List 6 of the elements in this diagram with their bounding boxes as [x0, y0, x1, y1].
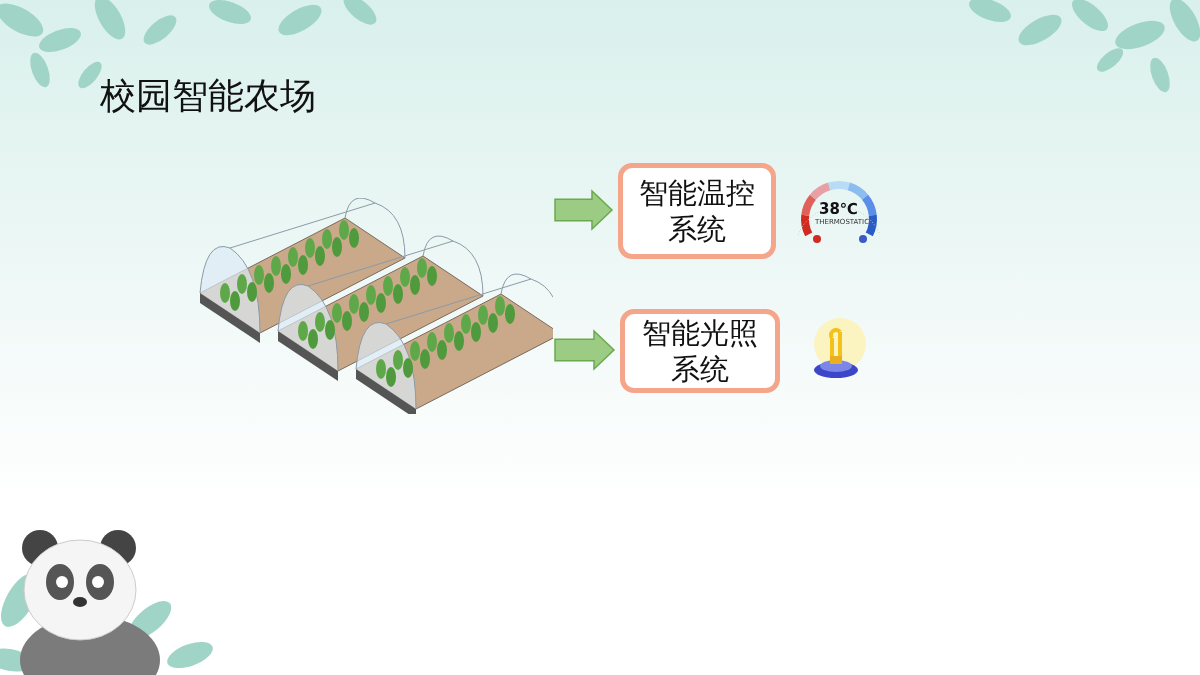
system-box: 智能光照系统 [620, 309, 780, 393]
arrow [554, 189, 614, 231]
slide-title: 校园智能农场 [100, 74, 316, 118]
system-box: 智能温控系统 [618, 163, 776, 259]
temperature-reading: 38℃ [819, 201, 859, 218]
arrow [554, 329, 616, 371]
